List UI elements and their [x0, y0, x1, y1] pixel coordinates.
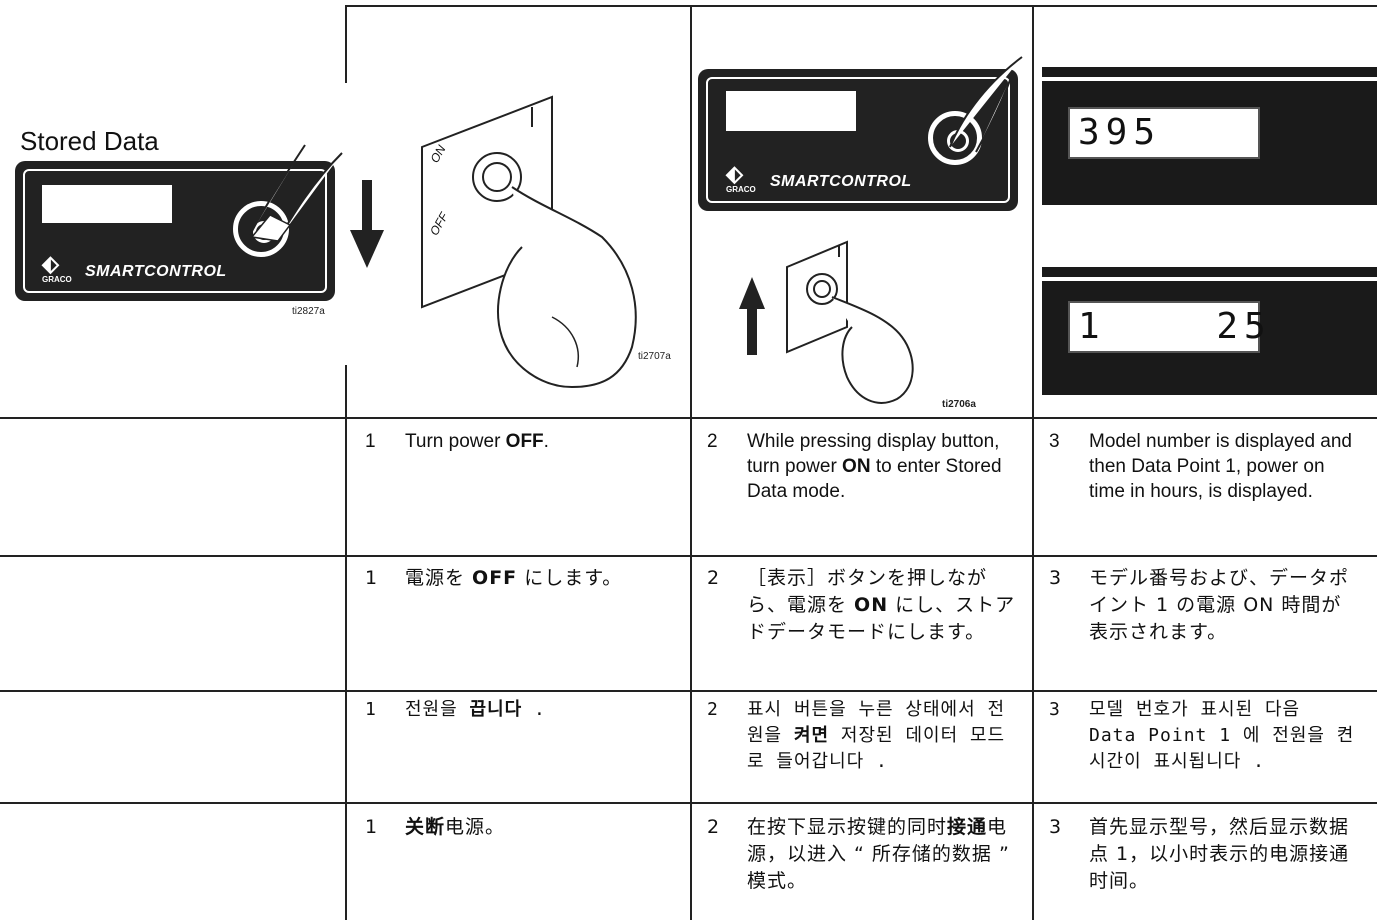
step-ja-3: 3 モデル番号および、データポイント 1 の電源 ON 時間が表示されます。 [1049, 567, 1350, 643]
figure-tag: ti2827a [292, 306, 325, 317]
power-switch-plate [786, 240, 914, 404]
step-ko-1: 1 전원을 끕니다 . [365, 699, 546, 720]
up-arrow-icon [739, 277, 765, 355]
step-en-2: 2 While pressing display button, turn po… [707, 431, 1002, 502]
power-switch-plate [421, 95, 637, 389]
brand-label: SMARTCONTROL [85, 263, 227, 280]
step-ko-3: 3 모델 번호가 표시된 다음 Data Point 1 에 전원을 켠 시간이… [1049, 699, 1355, 772]
display-readout: 1 25 [1068, 301, 1266, 353]
col-rule-1b [345, 365, 347, 920]
data-point-display: 1 25 [1042, 267, 1377, 395]
figure-tag: ti2706a [942, 399, 976, 410]
control-panel: ⬖ GRACO SMARTCONTROL [698, 69, 1018, 211]
step-ko-2: 2 표시 버튼을 누른 상태에서 전원을 켜면 저장된 데이터 모드로 들어갑니… [707, 699, 1006, 772]
step-ja-2: 2 ［表示］ボタンを押しながら、電源を ON にし、ストアドデータモードにします… [707, 567, 1016, 643]
figure-power-off: ON OFF ti2707a [347, 7, 690, 417]
col-rule-1a [345, 5, 347, 83]
display-window [726, 91, 856, 131]
step-zh-2: 2 在按下显示按键的同时接通电源，以进入 “ 所存储的数据 ” 模式。 [707, 816, 1010, 892]
row-rule-2 [0, 555, 1377, 557]
display-window [42, 185, 172, 223]
graco-logo: ⬖ GRACO [42, 251, 72, 285]
model-number-display: 395 [1042, 67, 1377, 205]
col-rule-2 [690, 5, 692, 920]
figure-displays: 395 1 25 [1034, 7, 1377, 417]
row-rule-4 [0, 802, 1377, 804]
row-rule-1 [0, 417, 1377, 419]
step-ja-1: 1 電源を OFF にします。 [365, 567, 623, 589]
graco-logo: ⬖ GRACO [726, 161, 756, 195]
figure-power-on: ⬖ GRACO SMARTCONTROL ti2706a [692, 7, 1032, 417]
figure-title: Stored Data [20, 126, 159, 156]
step-en-3: 3 Model number is displayed and then Dat… [1049, 431, 1352, 502]
display-readout: 395 [1068, 107, 1260, 159]
finger-icon [249, 144, 343, 242]
finger-icon [949, 56, 1023, 153]
top-rule [345, 5, 1377, 7]
figure-stored-data: Stored Data ⬖ GRACO SMARTCONTROL ti2827a [0, 0, 384, 417]
col-rule-3 [1032, 5, 1034, 920]
step-zh-3: 3 首先显示型号，然后显示数据点 1，以小时表示的电源接通时间。 [1049, 816, 1350, 892]
down-arrow-icon [350, 180, 384, 268]
row-rule-3 [0, 690, 1377, 692]
step-zh-1: 1 关断电源。 [365, 816, 506, 838]
brand-label: SMARTCONTROL [770, 173, 912, 190]
step-en-1: 1 Turn power OFF. [365, 431, 549, 452]
figure-tag: ti2707a [638, 351, 671, 362]
